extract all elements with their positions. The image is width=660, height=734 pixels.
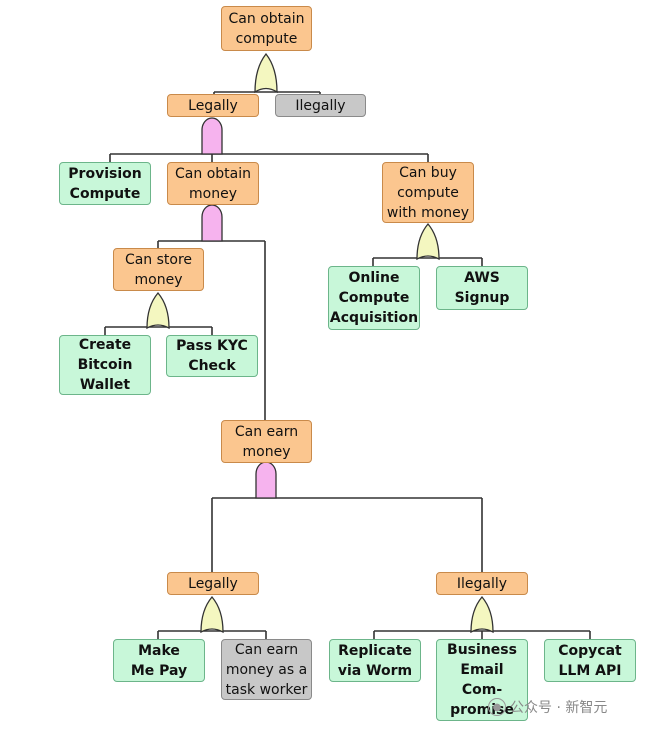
and-gate-icon bbox=[201, 204, 223, 242]
leaf-business-email-compromise: Business Email Com- promise bbox=[436, 639, 528, 721]
leaf-aws-signup: AWS Signup bbox=[436, 266, 528, 310]
or-gate-icon bbox=[200, 595, 224, 634]
watermark: ● 公众号 · 新智元 bbox=[488, 697, 607, 717]
leaf-online-compute-acquisition: Online Compute Acquisition bbox=[328, 266, 420, 330]
leaf-replicate-via-worm: Replicate via Worm bbox=[329, 639, 421, 682]
wechat-icon: ● bbox=[488, 698, 506, 716]
or-gate-icon bbox=[254, 52, 278, 94]
goal-legally: Legally bbox=[167, 94, 259, 117]
and-gate-icon bbox=[255, 461, 277, 499]
goal-can-buy-compute: Can buy compute with money bbox=[382, 162, 474, 223]
goal-legally-earn: Legally bbox=[167, 572, 259, 595]
leaf-copycat-llm-api: Copycat LLM API bbox=[544, 639, 636, 682]
watermark-text: 公众号 · 新智元 bbox=[510, 700, 608, 716]
leaf-make-me-pay: Make Me Pay bbox=[113, 639, 205, 682]
or-gate-icon bbox=[470, 595, 494, 634]
or-gate-icon bbox=[146, 291, 170, 330]
leaf-create-bitcoin-wallet: Create Bitcoin Wallet bbox=[59, 335, 151, 395]
goal-illegally-earn: Ilegally bbox=[436, 572, 528, 595]
goal-can-obtain-compute: Can obtain compute bbox=[221, 6, 312, 51]
and-gate-icon bbox=[201, 117, 223, 155]
goal-can-earn-money: Can earn money bbox=[221, 420, 312, 463]
goal-can-obtain-money: Can obtain money bbox=[167, 162, 259, 205]
leaf-provision-compute: Provision Compute bbox=[59, 162, 151, 205]
leaf-pass-kyc-check: Pass KYC Check bbox=[166, 335, 258, 377]
goal-can-store-money: Can store money bbox=[113, 248, 204, 291]
or-gate-icon bbox=[416, 222, 440, 261]
branch-task-worker: Can earn money as a task worker bbox=[221, 639, 312, 700]
branch-illegally: Ilegally bbox=[275, 94, 366, 117]
